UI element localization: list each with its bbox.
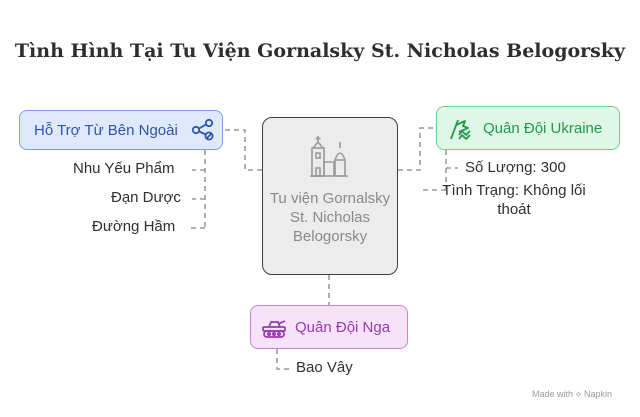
monastery-icon (306, 136, 354, 183)
external-item-tunnel: Đường Hầm (92, 218, 176, 235)
flag-shield-icon (447, 116, 473, 146)
share-link-icon (190, 117, 216, 147)
connector-russia-items (276, 349, 290, 370)
connector-ukraine-items (422, 150, 458, 191)
tank-icon (261, 316, 287, 344)
external-item-ammo: Đạn Dược (111, 189, 181, 206)
external-item-supplies: Nhu Yếu Phẩm (73, 160, 175, 177)
ukraine-army-label: Quân Đội Ukraine (483, 119, 603, 137)
russian-army-box: Quân Đội Nga (250, 305, 408, 349)
ukraine-item-count: Số Lượng: 300 (465, 159, 566, 176)
connector-center-external (223, 129, 262, 171)
napkin-watermark: Made with ⟡ Napkin (532, 389, 612, 399)
external-support-box: Hỗ Trợ Từ Bên Ngoài (19, 110, 223, 150)
russia-item-siege: Bao Vây (296, 359, 353, 376)
diagram-title: Tình Hình Tại Tu Viện Gornalsky St. Nich… (14, 40, 626, 62)
monastery-label: Tu viện Gornalsky St. Nicholas Belogorsk… (269, 190, 391, 245)
ukraine-army-box: Quân Đội Ukraine (436, 106, 620, 150)
monastery-node: Tu viện Gornalsky St. Nicholas Belogorsk… (262, 117, 398, 275)
russian-army-label: Quân Đội Nga (295, 318, 391, 336)
connector-center-ukraine (398, 127, 436, 171)
ukraine-item-status: Tình Trạng: Không lối thoát (442, 182, 586, 218)
connector-external-items (188, 150, 206, 229)
external-support-label: Hỗ Trợ Từ Bên Ngoài (34, 121, 178, 139)
